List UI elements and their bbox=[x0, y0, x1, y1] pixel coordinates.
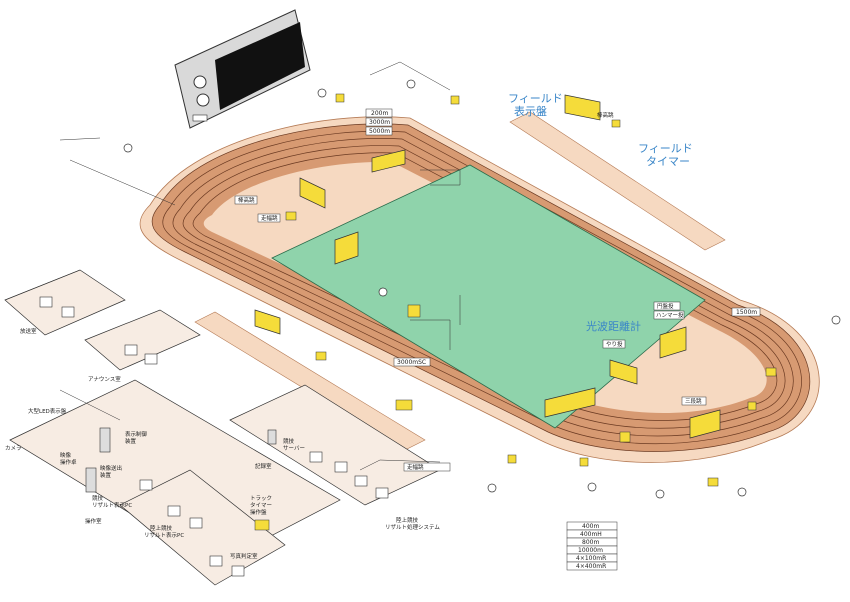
distance-tags bbox=[234, 108, 761, 472]
video-console-label-1: 映像 bbox=[60, 451, 72, 459]
event-400m: 400m bbox=[582, 523, 599, 530]
monitors bbox=[39, 296, 389, 577]
long-jump-bottom-label: 走幅跳 bbox=[407, 463, 424, 471]
video-output-label-1: 映像送出 bbox=[100, 464, 122, 472]
field-display-boards bbox=[254, 94, 721, 439]
discus-label: 円盤投 bbox=[657, 302, 674, 310]
distance-meter-label: 光波距離計 bbox=[586, 319, 641, 333]
display-control-label-1: 表示制御 bbox=[125, 430, 148, 438]
dist-3000sc-label: 3000mSC bbox=[397, 359, 426, 366]
main-scoreboard bbox=[174, 9, 311, 129]
result-pc-b-label-2: リザルト表示PC bbox=[144, 531, 184, 539]
dist-200-label: 200m bbox=[371, 110, 388, 117]
video-console-label-2: 操作卓 bbox=[60, 458, 77, 466]
speaker-icons bbox=[123, 79, 841, 499]
hammer-label: ハンマー投 bbox=[656, 311, 684, 319]
operation-room-label: 操作室 bbox=[85, 517, 102, 525]
field-timer-label-1: フィールド bbox=[638, 142, 693, 155]
field-display-label-2: 表示盤 bbox=[514, 104, 547, 118]
event-4x400mr: 4×400mR bbox=[576, 563, 606, 570]
event-400mh: 400mH bbox=[580, 531, 602, 538]
track-timer-label-3: 操作盤 bbox=[250, 508, 267, 516]
equipment-markers bbox=[254, 93, 777, 531]
server-label-2: サーバー bbox=[283, 445, 305, 452]
dist-3000-label: 3000m bbox=[369, 119, 390, 126]
server-label-1: 競技 bbox=[283, 437, 295, 445]
field-display-label-1: フィールド bbox=[508, 92, 563, 105]
track-timer-label-1: トラック bbox=[250, 495, 272, 502]
javelin-label: やり投 bbox=[606, 340, 623, 348]
event-list-table bbox=[566, 521, 618, 571]
triple-jump-top-label: 走幅跳 bbox=[261, 214, 278, 222]
broadcast-room-label: 放送室 bbox=[20, 327, 37, 335]
infield bbox=[271, 164, 706, 429]
video-output-label-2: 装置 bbox=[100, 471, 112, 479]
high-jump-right-label: 棒高跳 bbox=[597, 111, 614, 119]
rooms bbox=[4, 269, 441, 586]
event-4x100mr: 4×100mR bbox=[576, 555, 606, 562]
result-system-label-2: リザルト処理システム bbox=[385, 523, 440, 531]
high-jump-left-label: 棒高跳 bbox=[238, 196, 255, 204]
cables bbox=[4, 61, 461, 471]
result-system-label-1: 陸上競技 bbox=[396, 516, 419, 524]
dist-1500-label: 1500m bbox=[736, 309, 757, 316]
triple-jump-right-label: 三段跳 bbox=[685, 397, 702, 405]
photo-judge-label: 写真判定室 bbox=[230, 552, 258, 560]
result-pc-a-label-2: リザルト表示PC bbox=[92, 501, 132, 509]
big-led-label: 大型LED表示盤 bbox=[28, 407, 67, 415]
track-timer-label-2: タイマー bbox=[250, 501, 272, 509]
dist-5000-label: 5000m bbox=[369, 128, 390, 135]
announce-room-label: アナウンス室 bbox=[88, 375, 121, 383]
event-10000m: 10000m bbox=[578, 547, 603, 554]
result-pc-b-label-1: 陸上競技 bbox=[150, 524, 173, 532]
display-control-label-2: 装置 bbox=[125, 437, 137, 445]
event-800m: 800m bbox=[582, 539, 599, 546]
result-pc-a-label-1: 競技 bbox=[92, 494, 104, 502]
camera-label: カメラ bbox=[5, 445, 22, 452]
text-labels: フィールド 表示盤 フィールド タイマー 光波距離計 200m 3000m 50… bbox=[5, 92, 757, 570]
record-room-label: 記録室 bbox=[255, 462, 272, 470]
field-timer-label-2: タイマー bbox=[646, 155, 690, 168]
warmup-path-top bbox=[509, 111, 726, 251]
